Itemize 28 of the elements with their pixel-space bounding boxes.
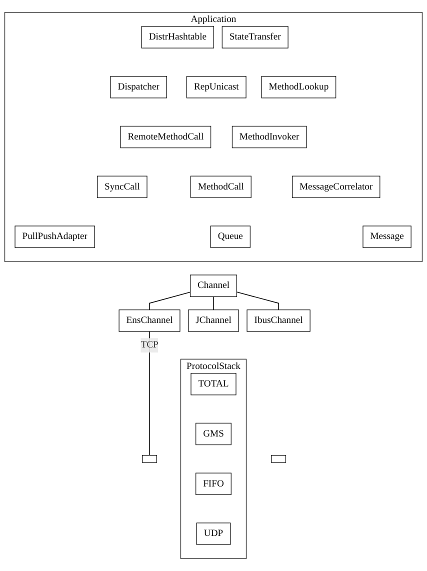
- node-box: IbusChannel: [246, 310, 310, 332]
- node-box: DistrHashtable: [141, 26, 214, 48]
- node-box: SyncCall: [97, 176, 148, 198]
- node-box: UDP: [196, 522, 231, 545]
- connector: [213, 296, 214, 310]
- node-box: PullPushAdapter: [14, 226, 95, 248]
- node-box: JChannel: [188, 310, 239, 332]
- node-box: Message: [362, 226, 412, 248]
- node-box: Channel: [190, 274, 238, 297]
- node-box: [142, 455, 158, 463]
- connector: [236, 292, 279, 310]
- connector: [149, 292, 191, 310]
- node-box: StateTransfer: [222, 26, 288, 48]
- node-box: MethodLookup: [261, 76, 336, 98]
- edge-label: TCP: [140, 340, 158, 350]
- node-box: EnsChannel: [118, 310, 180, 332]
- node-box: RemoteMethodCall: [120, 126, 212, 148]
- node-box: MethodInvoker: [232, 126, 307, 148]
- node-box: MethodCall: [190, 176, 252, 198]
- node-box: Dispatcher: [110, 76, 167, 98]
- node-box: MessageCorrelator: [292, 176, 380, 198]
- node-box: RepUnicast: [186, 76, 246, 98]
- node-box: TOTAL: [190, 372, 236, 396]
- node-box: GMS: [196, 422, 232, 446]
- node-box: FIFO: [196, 472, 232, 495]
- node-box: [271, 455, 286, 463]
- connector: [149, 331, 150, 456]
- node-box: Queue: [210, 226, 250, 248]
